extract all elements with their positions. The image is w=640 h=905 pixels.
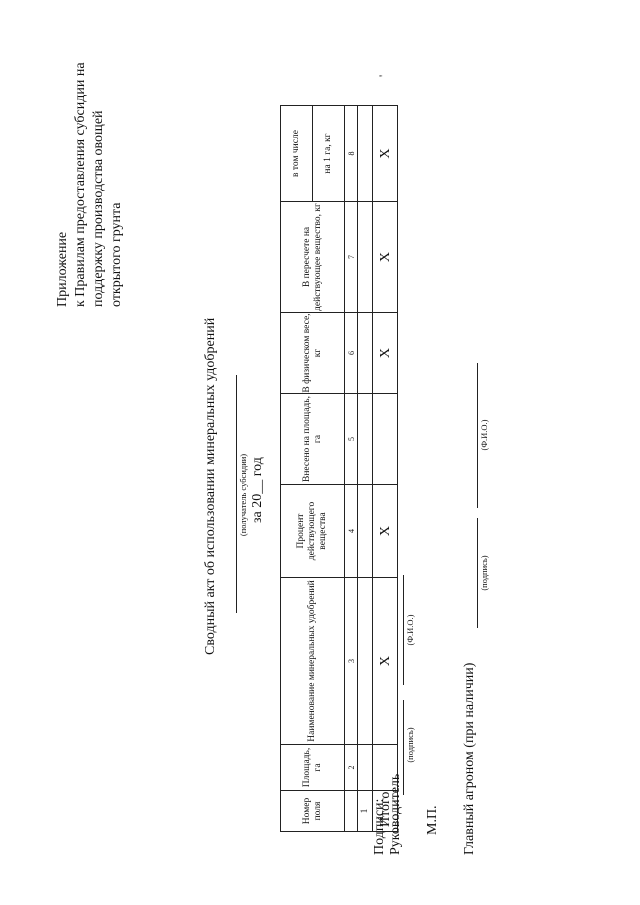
appendix-line-2: к Правилам предоставления субсидии на: [73, 62, 88, 307]
header-applied-area: Внесено на площадь, га: [280, 393, 345, 485]
recipient-line: [236, 375, 237, 613]
table-row-cell: [357, 393, 373, 485]
appendix-line-1: Приложение: [55, 231, 70, 307]
column-number-6: 6: [344, 312, 358, 394]
agronomist-signature-line: [477, 518, 478, 628]
fertilizer-table: Номер поля Площадь, га Наименование мине…: [280, 105, 398, 832]
signatures-heading: Подписи:: [372, 798, 387, 855]
column-number-1: [344, 790, 358, 832]
appendix-line-4: открытого грунта: [109, 202, 124, 307]
agronomist-signature-caption: (подпись): [479, 555, 489, 591]
agronomist-label: Главный агроном (при наличии): [462, 662, 477, 855]
total-x-6: X: [372, 312, 398, 394]
header-active-percent: Процент действующего вещества: [280, 484, 345, 578]
table-row-cell: [357, 484, 373, 578]
manager-signature-line: [403, 700, 404, 795]
total-x-3: X: [372, 577, 398, 745]
column-number-7: 7: [344, 201, 358, 313]
header-fertilizer-name: Наименование минеральных удобрений: [280, 577, 345, 745]
header-field-number: Номер поля: [280, 790, 345, 832]
year-text: за 20__ год: [250, 457, 265, 523]
manager-name-line: [403, 575, 404, 685]
manager-label: Руководитель: [388, 773, 403, 855]
header-active-substance: В пересчете на действующее вещество, кг: [280, 201, 345, 313]
appendix-line-3: поддержку производства овощей: [91, 110, 106, 307]
table-row-cell: [357, 577, 373, 745]
table-row-cell: [357, 201, 373, 313]
total-applied: [372, 393, 398, 485]
column-number-2: 2: [344, 744, 358, 791]
header-per-hectare: на 1 га, кг: [312, 105, 345, 202]
header-physical-weight: В физическом весе, кг: [280, 312, 345, 394]
table-row-cell: 1: [357, 790, 373, 832]
column-number-4: 4: [344, 484, 358, 578]
column-number-5: 5: [344, 393, 358, 485]
appendix-block: Приложение к Правилам предоставления суб…: [54, 62, 126, 307]
total-x-7: X: [372, 201, 398, 313]
stamp-place-label: М.П.: [425, 805, 440, 835]
total-x-4: X: [372, 484, 398, 578]
manager-signature-caption: (подпись): [405, 727, 415, 763]
recipient-caption: (получатель субсидии): [238, 453, 248, 537]
column-number-3: 3: [344, 577, 358, 745]
table-row-cell: [357, 312, 373, 394]
header-including: в том числе: [280, 105, 313, 202]
corner-mark: ': [376, 74, 390, 77]
total-x-8: X: [372, 105, 398, 202]
document-title: Сводный акт об использовании минеральных…: [203, 317, 218, 655]
table-row-cell: [357, 105, 373, 202]
table-row-cell: [357, 744, 373, 791]
column-number-8: 8: [344, 105, 358, 202]
manager-name-caption: (Ф.И.О.): [405, 614, 415, 646]
agronomist-name-caption: (Ф.И.О.): [479, 419, 489, 451]
agronomist-name-line: [477, 363, 478, 508]
header-area: Площадь, га: [280, 744, 345, 791]
